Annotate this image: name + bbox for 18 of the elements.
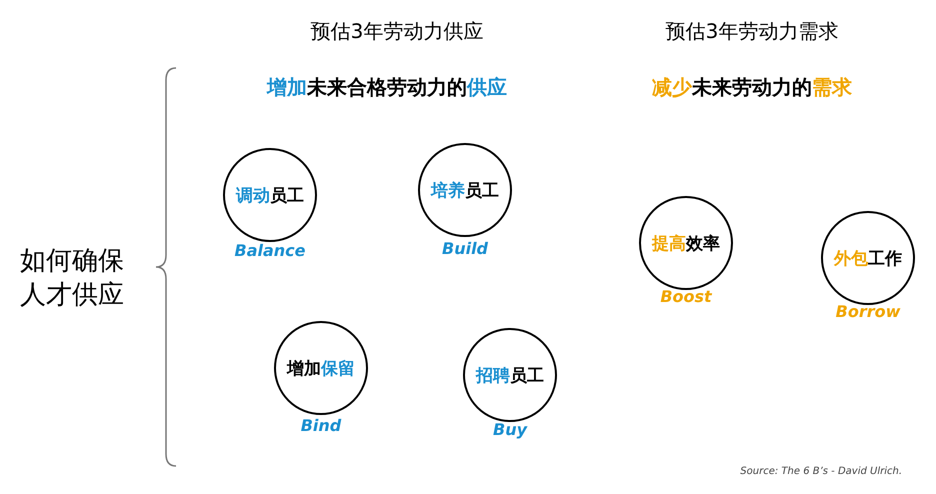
circle: 招聘员工	[463, 328, 557, 422]
column-heading: 预估3年劳动力供应	[310, 18, 484, 45]
caption-label: Buy	[493, 420, 527, 439]
source-note: Source: The 6 B’s - David Ulrich.	[740, 466, 902, 477]
caption-label: Borrow	[836, 302, 900, 321]
subheading: 增加未来合格劳动力的供应	[267, 74, 507, 101]
circle: 提高效率	[639, 196, 733, 290]
subheading: 减少未来劳动力的需求	[652, 74, 852, 101]
caption-label: Boost	[660, 287, 712, 306]
caption-label: Bind	[300, 416, 342, 435]
circle: 培养员工	[418, 143, 512, 237]
side-title: 如何确保人才供应	[20, 245, 125, 312]
caption-label: Build	[442, 239, 488, 258]
circle: 调动员工	[223, 148, 317, 242]
circle: 外包工作	[821, 211, 915, 305]
column-heading: 预估3年劳动力需求	[666, 18, 838, 45]
circle: 增加保留	[274, 321, 368, 415]
caption-label: Balance	[234, 241, 306, 260]
